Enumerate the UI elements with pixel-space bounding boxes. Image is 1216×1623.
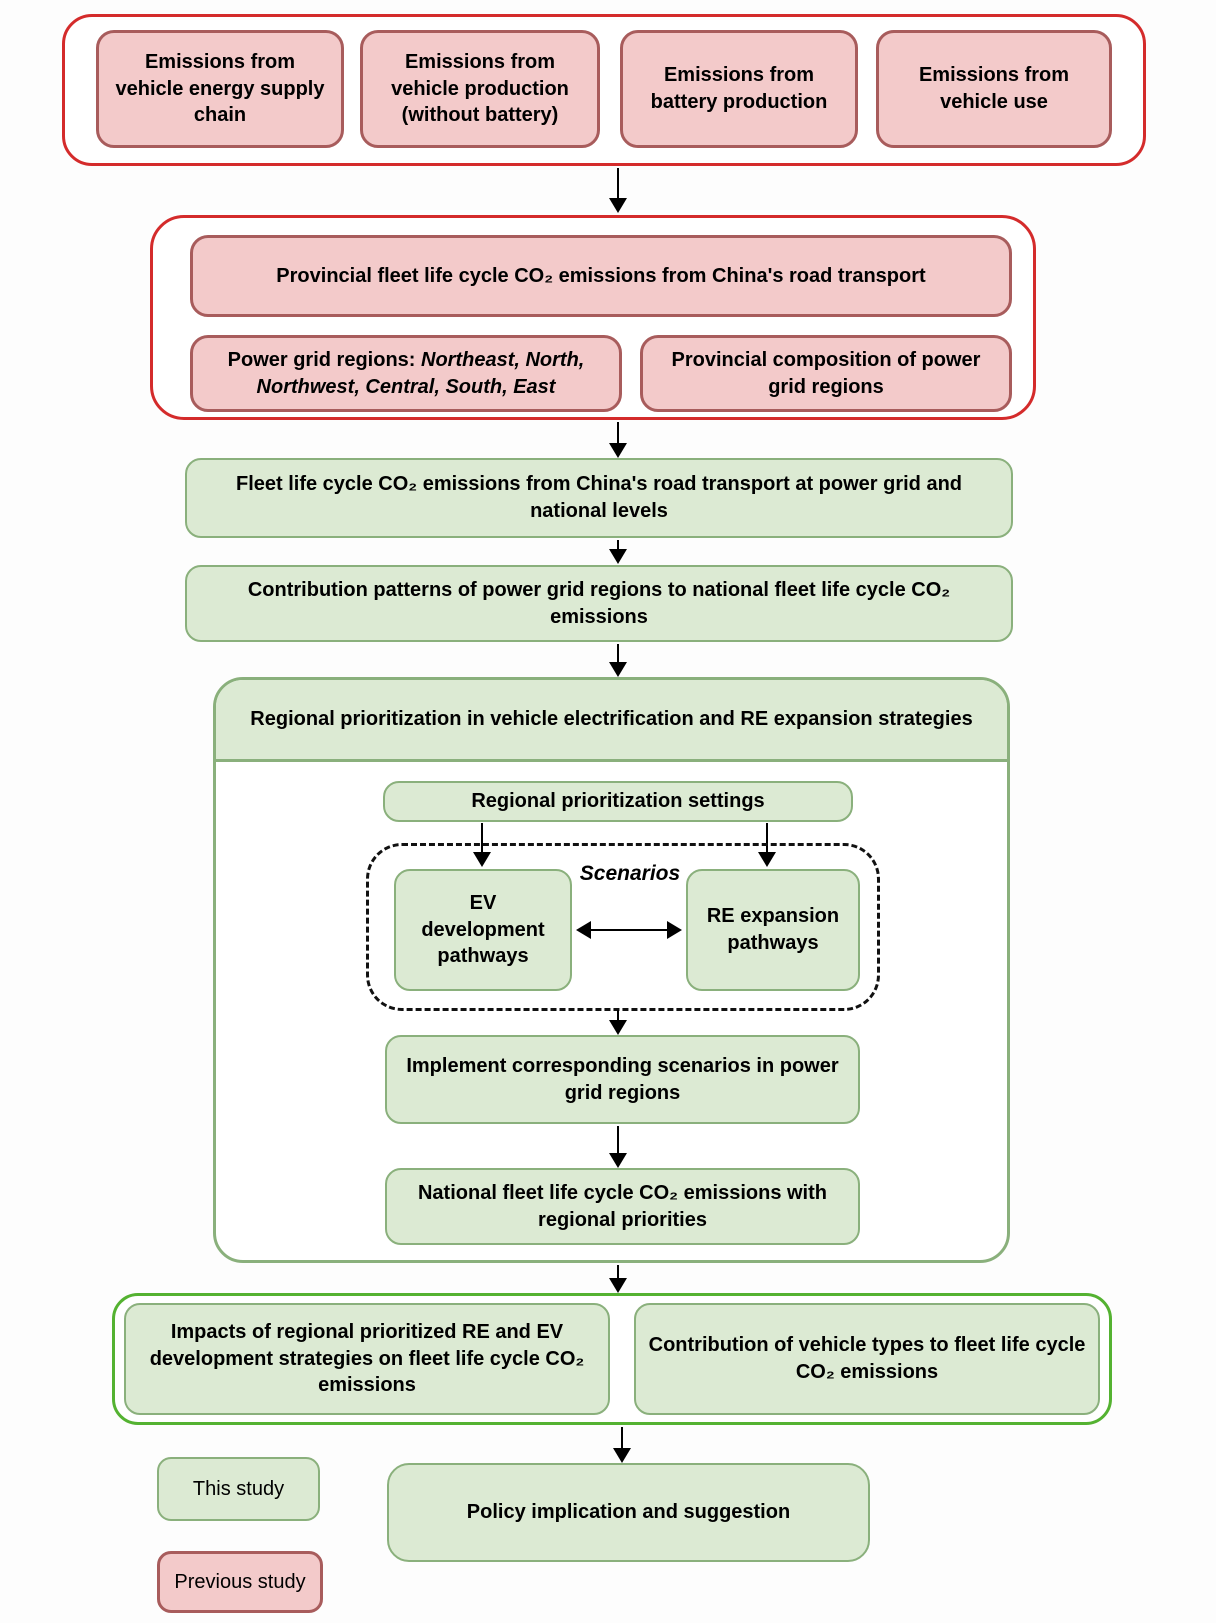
legend-previous-study: Previous study <box>157 1551 323 1613</box>
power-grid-regions-list: Northeast, North, Northwest, Central, So… <box>256 348 585 398</box>
arrow-down-6 <box>609 1126 627 1168</box>
scenarios-container <box>366 843 880 1011</box>
node-impacts-strategies: Impacts of regional prioritized RE and E… <box>124 1303 610 1415</box>
node-re-expansion-pathways: RE expansion pathways <box>686 869 860 991</box>
arrow-down-2 <box>609 422 627 458</box>
arrow-down-3 <box>609 540 627 564</box>
node-provincial-fleet-emissions: Provincial fleet life cycle CO₂ emission… <box>190 235 1012 317</box>
power-grid-regions-text: Power grid regions: Northeast, North, No… <box>205 347 607 401</box>
node-emissions-vehicle-production: Emissions from vehicle production (witho… <box>360 30 600 148</box>
arrow-down-1 <box>609 168 627 213</box>
arrow-down-7 <box>609 1265 627 1293</box>
arrow-down-to-re <box>758 823 776 867</box>
node-fleet-emissions-grid-national: Fleet life cycle CO₂ emissions from Chin… <box>185 458 1013 538</box>
node-ev-development-pathways: EV development pathways <box>394 869 572 991</box>
arrow-down-to-ev <box>473 823 491 867</box>
node-vehicle-type-contribution: Contribution of vehicle types to fleet l… <box>634 1303 1100 1415</box>
arrow-double-ev-re <box>576 921 682 939</box>
arrow-down-8 <box>613 1427 631 1463</box>
regional-prioritization-header: Regional prioritization in vehicle elect… <box>216 680 1007 762</box>
legend-this-study: This study <box>157 1457 320 1521</box>
node-policy-implication: Policy implication and suggestion <box>387 1463 870 1562</box>
node-power-grid-regions: Power grid regions: Northeast, North, No… <box>190 335 622 412</box>
power-grid-regions-label: Power grid regions: <box>227 348 416 371</box>
node-contribution-patterns: Contribution patterns of power grid regi… <box>185 565 1013 642</box>
node-emissions-energy-supply-chain: Emissions from vehicle energy supply cha… <box>96 30 344 148</box>
node-prioritization-settings: Regional prioritization settings <box>383 781 853 822</box>
node-emissions-vehicle-use: Emissions from vehicle use <box>876 30 1112 148</box>
arrow-down-5 <box>609 1010 627 1035</box>
node-provincial-composition: Provincial composition of power grid reg… <box>640 335 1012 412</box>
arrow-down-4 <box>609 644 627 677</box>
node-emissions-battery-production: Emissions from battery production <box>620 30 858 148</box>
node-national-emissions-priorities: National fleet life cycle CO₂ emissions … <box>385 1168 860 1245</box>
node-implement-scenarios: Implement corresponding scenarios in pow… <box>385 1035 860 1124</box>
scenarios-label: Scenarios <box>579 862 681 885</box>
